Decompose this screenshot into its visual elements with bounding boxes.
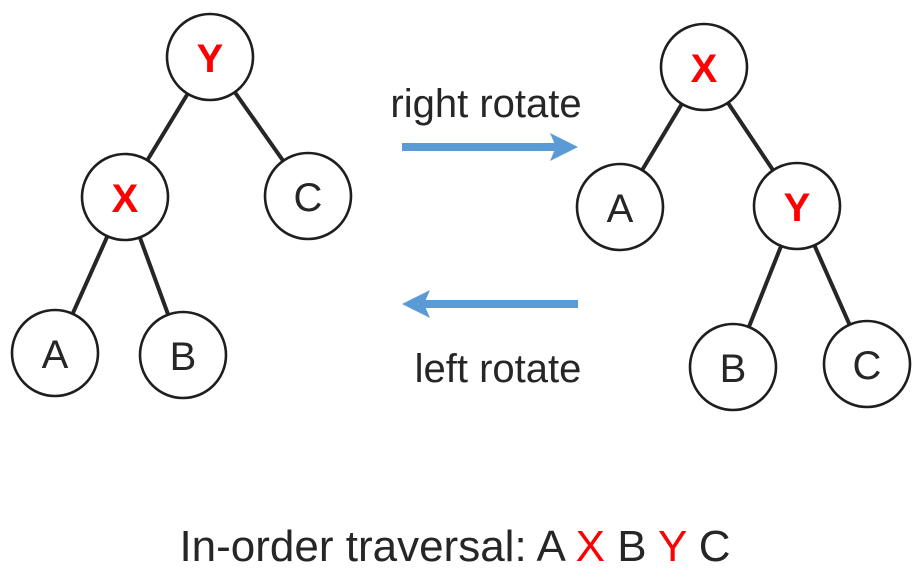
node-label: A — [42, 333, 69, 377]
caption-item-c: C — [687, 522, 731, 571]
right-tree: X A Y B C — [575, 22, 912, 412]
node-circle — [10, 308, 100, 398]
edge-x-y — [725, 100, 776, 173]
node-label: Y — [784, 186, 811, 230]
right-rotate-operation: right rotate — [390, 82, 582, 161]
node-y: Y — [165, 12, 255, 102]
edge-y-c — [232, 90, 286, 163]
node-a: A — [575, 162, 665, 252]
caption-prefix: In-order traversal: — [179, 522, 526, 571]
node-label: A — [607, 187, 634, 231]
node-circle — [752, 161, 842, 251]
right-rotate-label: right rotate — [390, 82, 581, 126]
node-label: C — [294, 176, 323, 220]
left-arrow-icon — [402, 290, 578, 318]
caption-item-x: X — [563, 522, 605, 571]
node-label: Y — [197, 37, 224, 81]
node-b: B — [688, 322, 778, 412]
node-circle — [165, 12, 255, 102]
node-circle — [138, 310, 228, 400]
edge-y-x — [145, 91, 190, 163]
node-label: B — [720, 347, 747, 391]
inorder-caption: In-order traversal: A X B Y C — [179, 522, 730, 571]
node-a: A — [10, 308, 100, 398]
caption-item-b: B — [605, 522, 647, 571]
edge-x-a — [640, 101, 684, 173]
node-y: Y — [752, 161, 842, 251]
node-label: C — [853, 344, 882, 388]
right-arrow-icon — [402, 133, 578, 161]
node-circle — [263, 151, 353, 241]
node-c: C — [263, 151, 353, 241]
node-b: B — [138, 310, 228, 400]
node-label: B — [170, 335, 197, 379]
node-x: X — [659, 22, 749, 112]
left-tree: Y X C A B — [10, 12, 353, 400]
edge-y-c — [812, 243, 852, 327]
node-label: X — [112, 177, 139, 221]
left-rotate-operation: left rotate — [402, 290, 581, 391]
node-label: X — [691, 47, 718, 91]
node-circle — [659, 22, 749, 112]
node-circle — [575, 162, 665, 252]
node-c: C — [822, 319, 912, 409]
edge-x-a — [70, 234, 110, 316]
edge-y-b — [746, 243, 784, 330]
edge-x-b — [137, 235, 171, 317]
left-rotate-label: left rotate — [415, 347, 582, 391]
node-circle — [688, 322, 778, 412]
caption-item-y: Y — [647, 522, 687, 571]
node-circle — [822, 319, 912, 409]
caption-item-a: A — [527, 522, 567, 571]
node-circle — [80, 152, 170, 242]
node-x: X — [80, 152, 170, 242]
